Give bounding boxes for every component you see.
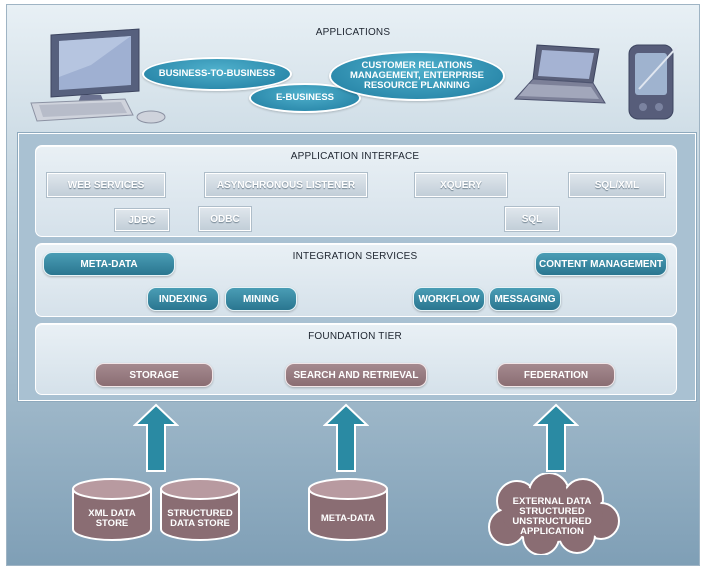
- federation-label: FEDERATION: [523, 369, 589, 381]
- messaging-label: MESSAGING: [494, 293, 556, 305]
- workflow-pill: WORKFLOW: [413, 287, 485, 311]
- crm-erp-ellipse: CUSTOMER RELATIONS MANAGEMENT, ENTERPRIS…: [329, 51, 505, 101]
- up-arrow-icon: [133, 403, 179, 472]
- database-cylinder-icon: [308, 478, 388, 541]
- architecture-diagram: APPLICATIONS BUSINESS-TO-BUSINESS E-BUSI…: [6, 4, 700, 566]
- meta-data-store-label: META-DATA: [320, 513, 376, 524]
- up-arrow-icon: [323, 403, 369, 472]
- pda-icon: [628, 44, 678, 120]
- up-arrow-icon: [533, 403, 579, 472]
- jdbc-label: JDBC: [128, 214, 156, 226]
- sql-box: SQL: [505, 207, 559, 231]
- mining-pill: MINING: [225, 287, 297, 311]
- workflow-label: WORKFLOW: [418, 293, 480, 305]
- indexing-label: INDEXING: [158, 293, 208, 305]
- business-to-business-label: BUSINESS-TO-BUSINESS: [158, 68, 276, 79]
- applications-title: APPLICATIONS: [315, 27, 391, 38]
- content-management-label: CONTENT MANAGEMENT: [539, 258, 663, 270]
- jdbc-box: JDBC: [115, 209, 169, 231]
- odbc-box: ODBC: [199, 207, 251, 231]
- structured-data-store: STRUCTURED DATA STORE: [159, 477, 241, 543]
- xml-data-store: XML DATA STORE: [71, 477, 153, 543]
- content-management-pill: CONTENT MANAGEMENT: [535, 252, 667, 276]
- indexing-pill: INDEXING: [147, 287, 219, 311]
- web-services-box: WEB SERVICES: [47, 173, 165, 197]
- application-interface-title: APPLICATION INTERFACE: [290, 151, 420, 162]
- federation-pill: FEDERATION: [497, 363, 615, 387]
- cloud-icon: [488, 473, 620, 555]
- xml-data-store-label: XML DATA STORE: [88, 508, 136, 529]
- search-and-retrieval-label: SEARCH AND RETRIEVAL: [293, 369, 419, 381]
- meta-data-pill: META-DATA: [43, 252, 175, 276]
- sql-xml-box: SQL/XML: [569, 173, 665, 197]
- database-cylinder-icon: [72, 478, 152, 541]
- asynchronous-listener-box: ASYNCHRONOUS LISTENER: [205, 173, 367, 197]
- storage-pill: STORAGE: [95, 363, 213, 387]
- foundation-tier-title: FOUNDATION TIER: [308, 331, 402, 342]
- database-cylinder-icon: [160, 478, 240, 541]
- e-business-label: E-BUSINESS: [275, 92, 335, 103]
- external-data-cloud: EXTERNAL DATA STRUCTURED UNSTRUCTURED AP…: [477, 473, 627, 555]
- asynchronous-listener-label: ASYNCHRONOUS LISTENER: [216, 179, 356, 191]
- storage-label: STORAGE: [129, 369, 179, 381]
- meta-data-label: META-DATA: [80, 258, 138, 270]
- structured-data-store-label: STRUCTURED DATA STORE: [167, 508, 233, 529]
- xquery-label: XQUERY: [440, 179, 482, 191]
- xquery-box: XQUERY: [415, 173, 507, 197]
- desktop-computer-icon: [30, 28, 166, 124]
- web-services-label: WEB SERVICES: [67, 179, 145, 191]
- meta-data-store: META-DATA: [307, 477, 389, 543]
- laptop-icon: [513, 44, 606, 104]
- integration-services-title: INTEGRATION SERVICES: [292, 251, 418, 262]
- odbc-label: ODBC: [210, 213, 240, 225]
- crm-erp-label: CUSTOMER RELATIONS MANAGEMENT, ENTERPRIS…: [349, 60, 485, 91]
- sql-xml-label: SQL/XML: [594, 179, 640, 191]
- business-to-business-ellipse: BUSINESS-TO-BUSINESS: [142, 57, 292, 91]
- messaging-pill: MESSAGING: [489, 287, 561, 311]
- search-and-retrieval-pill: SEARCH AND RETRIEVAL: [285, 363, 427, 387]
- sql-label: SQL: [521, 213, 543, 225]
- external-data-label: EXTERNAL DATA STRUCTURED UNSTRUCTURED AP…: [512, 496, 592, 537]
- mining-label: MINING: [242, 293, 280, 305]
